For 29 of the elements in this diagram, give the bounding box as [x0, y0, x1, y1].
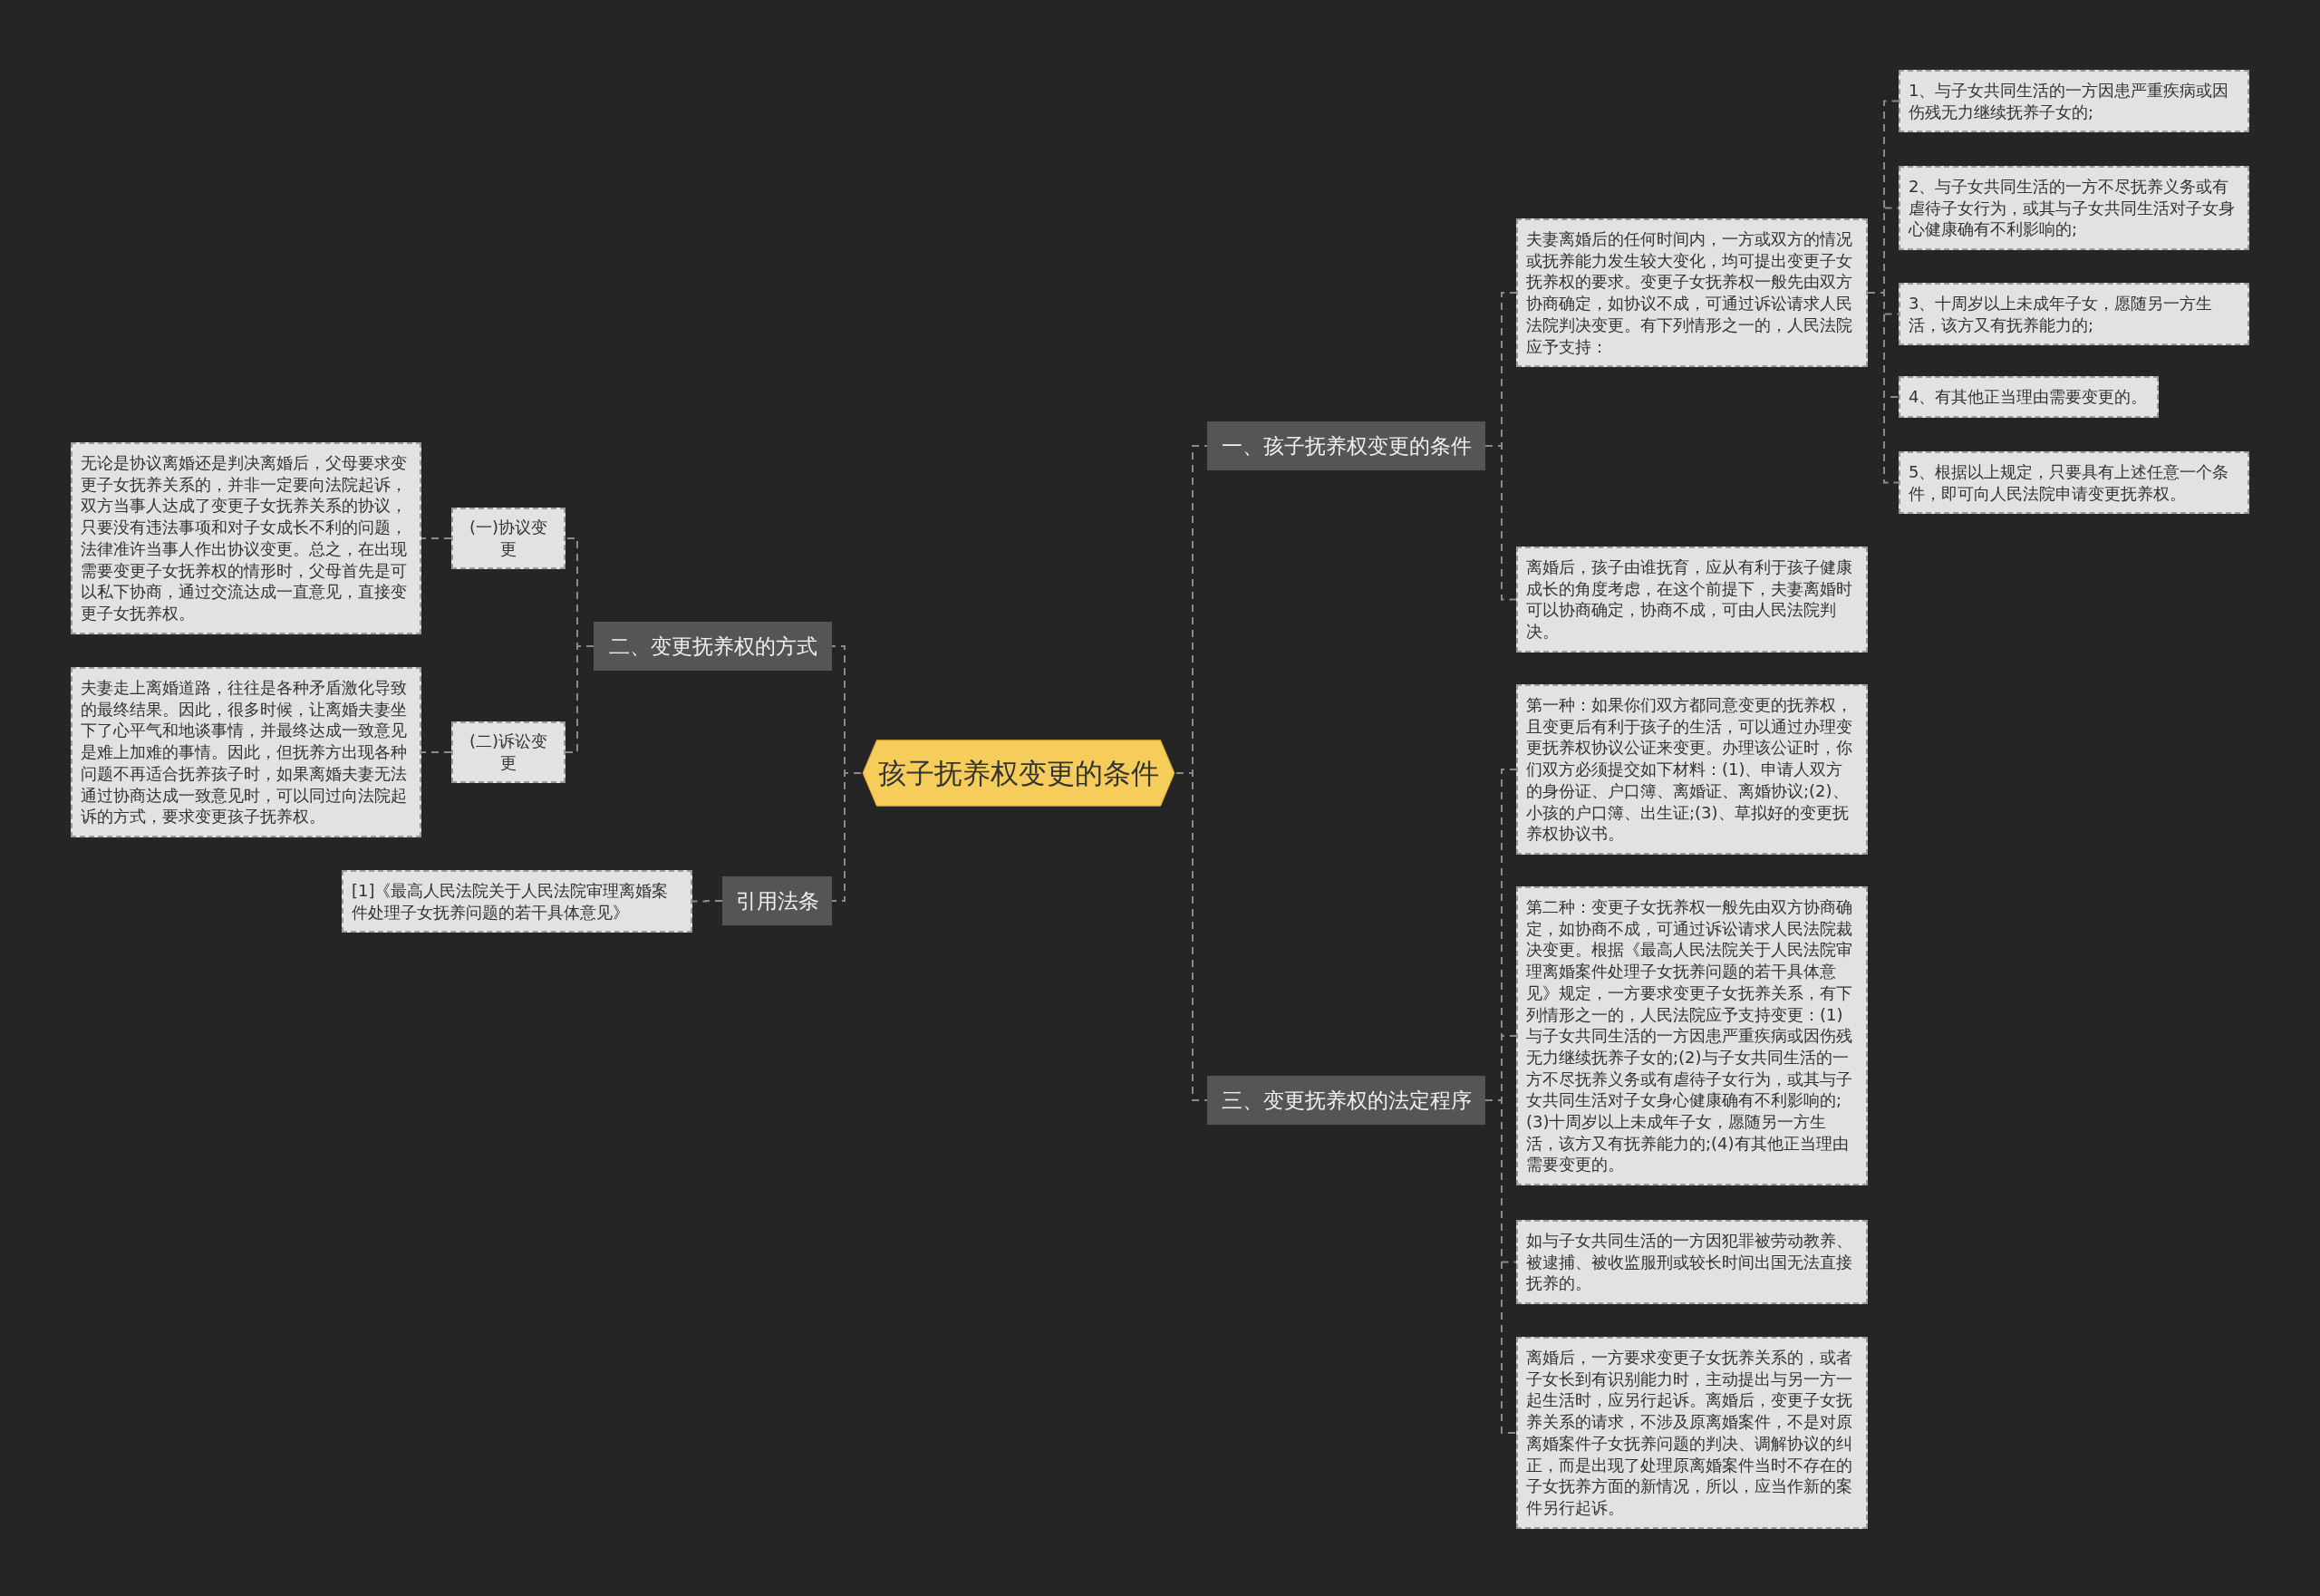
text-box: 离婚后，一方要求变更子女抚养关系的，或者子女长到有识别能力时，主动提出与另一方一起生活时，应另行起诉。离婚后，变更子女抚养关系的请求，不涉及原离婚案件，不是对原离婚案件子女抚养问题的判决、调解协议的纠正，而是出现了处理原离婚案件当时不存在的子女抚养方面的新情况，所以，应当作新的案件另行起诉。 — [1516, 1337, 1868, 1529]
connector — [1484, 445, 1517, 601]
text-box: 夫妻离婚后的任何时间内，一方或双方的情况或抚养能力发生较大变化，均可提出变更子女抚养权的要求。变更子女抚养权一般先由双方协商确定，如协议不成，可通过诉讼请求人民法院判决变更。有下列情形之一的，人民法院应予支持： — [1516, 218, 1868, 368]
connector — [565, 645, 594, 753]
subtopic-box: (一)协议变更 — [451, 508, 566, 569]
text-box: 夫妻走上离婚道路，往往是各种矛盾激化导致的最终结果。因此，很多时候，让离婚夫妻坐下了心平气和地谈事情，并最终达成一致意见是难上加难的事情。因此，但抚养方出现各种问题不再适合抚养孩子时，如果离婚夫妻无法通过协商达成一致意见时，可以同过向法院起诉的方式，要求变更孩子抚养权。 — [71, 667, 421, 837]
text-box: 离婚后，孩子由谁抚育，应从有利于孩子健康成长的角度考虑，在这个前提下，夫妻离婚时可以协商确定，协商不成，可由人民法院判决。 — [1516, 547, 1868, 653]
connector — [1867, 292, 1900, 484]
text-box: 2、与子女共同生活的一方不尽抚养义务或有虐待子女行为，或其与子女共同生活对子女身心健康确有不利影响的; — [1899, 166, 2249, 251]
central-topic: 孩子抚养权变更的条件 — [861, 740, 1176, 807]
topic-box: 二、变更抚养权的方式 — [594, 622, 832, 671]
text-box: 5、根据以上规定，只要具有上述任意一个条件，即可向人民法院申请变更抚养权。 — [1899, 451, 2249, 515]
connector — [420, 751, 452, 753]
text-box: [1]《最高人民法院关于人民法院审理离婚案件处理子女抚养问题的若干具体意见》 — [342, 870, 692, 933]
connector — [1175, 772, 1208, 1101]
topic-box: 一、孩子抚养权变更的条件 — [1207, 421, 1485, 470]
text-box: 第二种：变更子女抚养权一般先由双方协商确定，如协商不成，可通过诉讼请求人民法院裁决变更。根据《最高人民法院关于人民法院审理离婚案件处理子女抚养问题的若干具体意见》规定，一方要求变更子女抚养关系，有下列情形之一的，人民法院应予支持变更：(1)与子女共同生活的一方因患严重疾病或因伤残无力继续抚养子女的;(2)与子女共同生活的一方不尽抚养义务或有虐待子女行为，或其与子女共同生活对子女身心健康确有不利影响的;(3)十周岁以上未成年子女，愿随另一方生活，该方又有抚养能力的;(4)有其他正当理由需要变更的。 — [1516, 886, 1868, 1186]
connector — [831, 772, 862, 902]
text-box: 如与子女共同生活的一方因犯罪被劳动教养、被逮捕、被收监服刑或较长时间出国无法直接抚养的。 — [1516, 1220, 1868, 1305]
subtopic-box: (二)诉讼变更 — [451, 721, 566, 783]
topic-box: 三、变更抚养权的法定程序 — [1207, 1076, 1485, 1125]
text-box: 1、与子女共同生活的一方因患严重疾病或因伤残无力继续抚养子女的; — [1899, 70, 2249, 133]
text-box: 4、有其他正当理由需要变更的。 — [1899, 376, 2159, 418]
text-box: 3、十周岁以上未成年子女，愿随另一方生活，该方又有抚养能力的; — [1899, 283, 2249, 346]
text-box: 第一种：如果你们双方都同意变更的抚养权，且变更后有利于孩子的生活，可以通过办理变更抚养权协议公证来变更。办理该公证时，你们双方必须提交如下材料：(1)、申请人双方的身份证、户口簿、离婚证、离婚协议;(2)、小孩的户口簿、出生证;(3)、草拟好的变更抚养权协议书。 — [1516, 684, 1868, 855]
connector — [420, 537, 452, 539]
topic-box: 引用法条 — [722, 876, 832, 925]
connector — [691, 900, 723, 903]
text-box: 无论是协议离婚还是判决离婚后，父母要求变更子女抚养关系的，并非一定要向法院起诉，双方当事人达成了变更子女抚养关系的协议，只要没有违法事项和对子女成长不利的问题，法律准许当事人作出协议变更。总之，在出现需要变更子女抚养权的情形时，父母首先是可以私下协商，通过交流达成一直意见，直接变更子女抚养权。 — [71, 442, 421, 634]
